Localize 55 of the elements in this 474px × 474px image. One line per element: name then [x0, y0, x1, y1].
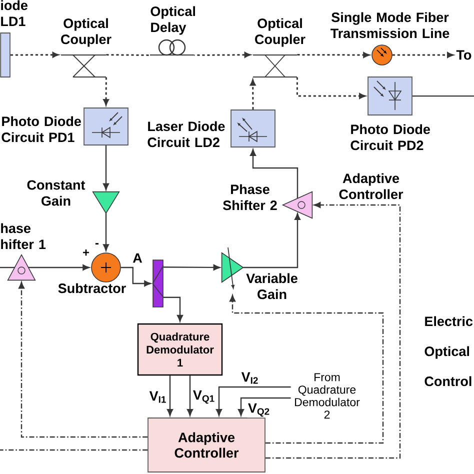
arrow: [103, 77, 109, 106]
component-label: hase hifter 1: [1, 223, 46, 250]
edge-label: A: [132, 252, 144, 264]
edge-label: V$_{Q2}$: [246, 402, 272, 418]
connector-line: [412, 95, 474, 97]
arrow: [296, 77, 366, 99]
edge-label: Adaptive Controller: [334, 172, 408, 200]
arrow: [10, 52, 59, 58]
arrow: [243, 213, 300, 268]
arrow: [194, 52, 251, 58]
splitter-bar: [152, 260, 164, 308]
arrow: [297, 52, 370, 58]
arrow: [103, 145, 109, 190]
arrow: [216, 386, 291, 416]
controller-box: Adaptive Controller: [148, 418, 266, 472]
arrow: [163, 296, 183, 322]
arrow: [392, 52, 454, 58]
sign-label: -: [95, 243, 99, 245]
arrow: [230, 294, 384, 444]
component-label: Constant Gain: [27, 180, 86, 206]
component-label: Subtractor: [58, 283, 126, 294]
arrow: [238, 397, 291, 416]
arrow: [167, 376, 173, 416]
connector-line: [0, 266, 15, 268]
line-type-label: Electric: [425, 316, 473, 326]
arrow: [187, 376, 193, 416]
component-label: Optical Delay: [150, 6, 195, 35]
demodulator-box: Quadrature Demodulator 1: [137, 323, 223, 376]
component-label: iode LD1: [1, 0, 28, 26]
sign-label: +: [83, 249, 90, 256]
component-label: Photo Diode Circuit PD1: [2, 116, 81, 142]
component-label: Photo Diode Circuit PD2: [350, 124, 430, 150]
arrow: [18, 282, 148, 438]
edge-label: V$_{I1}$: [148, 390, 168, 404]
connector-line: [106, 54, 150, 56]
component-label: Laser Diode Circuit LD2: [148, 121, 225, 148]
component-label: Optical Coupler: [61, 18, 112, 47]
component-label: Phase Shifter 2: [223, 184, 277, 210]
line-type-label: Optical: [424, 346, 469, 359]
arrow: [265, 202, 401, 459]
arrow: [250, 79, 256, 110]
component-label: Optical Coupler: [255, 18, 306, 47]
arrow: [103, 213, 109, 251]
line-type-label: Control: [424, 376, 472, 386]
connector-line: [0, 449, 148, 451]
component-label: Single Mode Fiber Transmission Line: [330, 12, 450, 38]
arrow: [28, 264, 90, 270]
arrow: [163, 264, 220, 270]
edge-label: V$_{Q1}$: [192, 389, 216, 405]
edge-label: V$_{I2}$: [240, 371, 260, 385]
arrow: [120, 266, 151, 286]
component-label: Variable Gain: [246, 273, 298, 300]
arrow: [250, 149, 298, 198]
destination-label: To: [456, 50, 472, 60]
source-label: From Quadrature Demodulator 2: [295, 373, 360, 419]
